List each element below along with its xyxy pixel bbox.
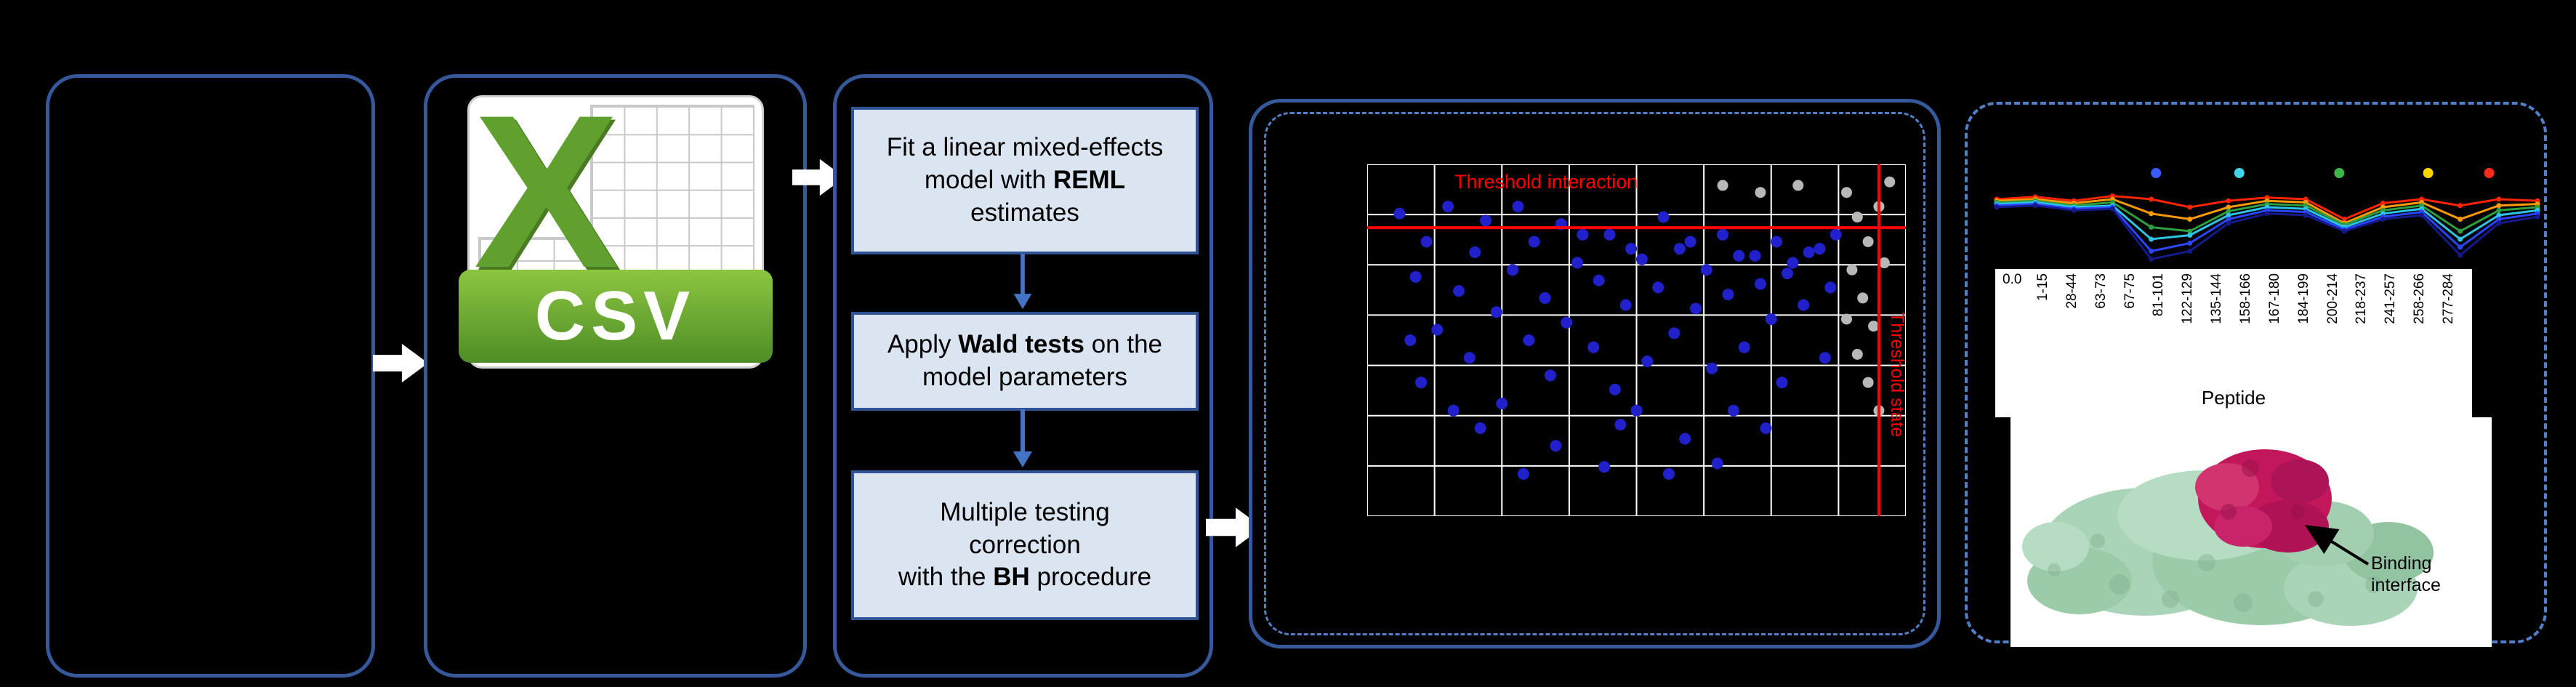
csv-panel: X CSV: [424, 69, 807, 678]
workflow-step-reml-text: Fit a linear mixed-effects model with RE…: [886, 133, 1164, 227]
right-arrow-icon: [373, 337, 428, 390]
peptide-tick-label: 200-214: [2325, 273, 2340, 324]
peptide-tick-label: 241-257: [2383, 273, 2399, 324]
workflow-step-wald-text: Apply Wald tests on the model parameters: [887, 330, 1163, 391]
workflow-step-wald: Apply Wald tests on the model parameters: [851, 312, 1199, 411]
down-arrow-icon: [1008, 408, 1037, 469]
workflow-step-bh: Multiple testing correction with the BH …: [851, 470, 1199, 620]
peptide-tick-label: 158-166: [2237, 273, 2253, 324]
y-axis-tick-label: 0.0: [2003, 272, 2022, 287]
protein-structure: Binding interface: [2011, 417, 2492, 647]
peptide-tick-label: 63-73: [2093, 273, 2109, 309]
down-arrow-icon: [1008, 252, 1037, 310]
peptide-tick-label: 218-237: [2354, 273, 2370, 324]
right-arrow-icon: [792, 153, 845, 202]
input-panel: [46, 74, 375, 678]
volcano-scatter-plot: [1367, 164, 1906, 516]
csv-ribbon: CSV: [458, 270, 773, 363]
peptide-tick-label: 122-129: [2180, 273, 2196, 324]
binding-interface-magenta-blob: [2195, 449, 2332, 553]
peptide-tick-label: 135-144: [2209, 273, 2225, 324]
peptide-tick-label: 258-266: [2412, 273, 2428, 324]
deuterium-uptake-line-chart: [1994, 168, 2540, 262]
protein-surface-image: [2022, 449, 2434, 626]
x-axis-title: Peptide: [2201, 387, 2266, 409]
binding-interface-arrow: [2304, 524, 2370, 566]
threshold-state-label: Threshold state: [1887, 312, 1907, 438]
workflow-step-reml: Fit a linear mixed-effects model with RE…: [851, 107, 1199, 254]
csv-label: CSV: [534, 277, 696, 355]
volcano-panel: Threshold interaction Threshold state: [1249, 99, 1941, 648]
peptide-tick-label: 67-75: [2122, 273, 2138, 309]
workflow-panel: Fit a linear mixed-effects model with RE…: [833, 74, 1213, 678]
dashed-frame: [1264, 112, 1925, 635]
peptide-axis-panel: 0.0 1-15 28-44 63-73 67-75 81-101 122-129 135-…: [1995, 269, 2472, 417]
workflow-step-bh-text: Multiple testing correction with the BH …: [898, 497, 1152, 592]
threshold-interaction-label: Threshold interaction: [1454, 171, 1638, 193]
results-panel: 0.0 1-15 28-44 63-73 67-75 81-101 122-129 135-…: [1965, 102, 2547, 647]
peptide-tick-label: 277-284: [2440, 273, 2456, 324]
peptide-tick-labels: 1-15 28-44 63-73 67-75 81-101 122-129 135-144 1…: [2029, 273, 2463, 384]
csv-file-icon: X CSV: [458, 69, 773, 377]
peptide-tick-label: 28-44: [2064, 273, 2080, 309]
peptide-tick-label: 1-15: [2034, 273, 2050, 302]
peptide-tick-label: 184-199: [2295, 273, 2311, 324]
spreadsheet-grid: [590, 105, 754, 275]
binding-interface-label: Binding interface: [2371, 553, 2441, 595]
peptide-tick-label: 167-180: [2266, 273, 2282, 324]
peptide-tick-label: 81-101: [2151, 273, 2167, 317]
right-arrow-icon: [1206, 501, 1263, 554]
